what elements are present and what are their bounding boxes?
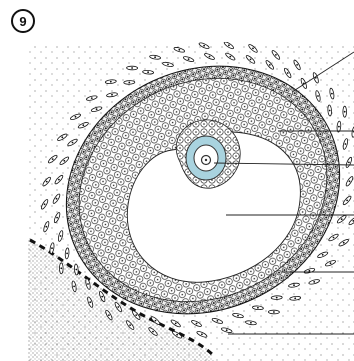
leader-line-theca-externa [291,51,354,93]
spindle-cell-nucleus [201,333,203,336]
spindle-cell-nucleus [117,306,120,308]
spindle-cell-nucleus [257,306,259,309]
spindle-cell-nucleus [167,63,169,66]
spindle-cell-nucleus [203,44,206,47]
spindle-cell-nucleus [195,322,198,325]
leader-line-zona-pellucida [213,162,354,166]
spindle-cell-nucleus [51,158,54,161]
spindle-cell-nucleus [176,333,179,336]
spindle-cell-nucleus [348,161,350,164]
spindle-cell-nucleus [343,110,346,113]
ovarian-surface [28,238,214,361]
spindle-cell-nucleus [275,296,278,299]
spindle-cell-nucleus [317,95,319,97]
spindle-cell-nucleus [332,236,335,239]
spindle-cell-nucleus [109,80,112,83]
spindle-cell-nucleus [51,247,53,250]
spindle-cell-nucleus [228,44,230,47]
spindle-cell-nucleus [340,218,343,221]
spindle-cell-nucleus [75,268,78,271]
spindle-cell-nucleus [225,329,228,332]
spindle-cell-nucleus [147,71,150,74]
figure-number-badge: 9 [11,9,35,33]
spindle-cell-nucleus [273,311,275,313]
spindle-cell-nucleus [71,141,74,144]
spindle-cell-nucleus [60,267,63,270]
spindle-cell-nucleus [154,56,157,59]
spindle-cell-nucleus [187,58,190,60]
spindle-cell-nucleus [237,314,239,317]
spindle-cell-nucleus [87,283,89,285]
spindle-cell-nucleus [56,216,58,219]
spindle-cell-nucleus [344,143,347,145]
antrum [126,131,301,283]
spindle-cell-nucleus [43,203,46,206]
spindle-cell-nucleus [331,92,333,95]
spindle-cell-nucleus [74,115,77,118]
spindle-cell-nucleus [55,197,58,200]
spindle-cell-nucleus [338,125,340,128]
spindle-cell-nucleus [178,48,181,51]
spindle-cell-nucleus [342,241,345,244]
spindle-cell-nucleus [321,253,324,256]
spindle-cell-nucleus [131,67,134,69]
spindle-cell-nucleus [61,136,64,139]
spindle-cell-nucleus [216,320,219,322]
spindle-cell-nucleus [111,93,113,96]
spindle-cell-nucleus [108,314,110,316]
spindle-cell-nucleus [313,281,316,283]
spindle-cell-nucleus [58,178,60,181]
spindle-cell-nucleus [348,180,351,183]
spindle-cell-nucleus [286,72,289,74]
spindle-cell-nucleus [252,47,254,50]
spindle-cell-nucleus [66,252,68,255]
spindle-cell-nucleus [45,225,48,228]
spindle-cell [351,125,354,138]
spindle-cell-nucleus [294,297,297,300]
spindle-cell-nucleus [229,55,232,58]
spindle-cell-nucleus [82,124,85,127]
spindle-cell-nucleus [249,58,252,61]
spindle-cell-nucleus [152,330,154,333]
spindle-cell-nucleus [73,285,75,288]
spindle-cell-nucleus [268,64,271,66]
spindle-cell-nucleus [135,314,138,316]
spindle-cell-nucleus [154,319,157,322]
figure-number: 9 [19,14,26,29]
surface-boundary-dashed-line [29,238,216,358]
spindle-cell-nucleus [45,180,48,183]
spindle-cell-nucleus [90,97,93,99]
spindle-cell-nucleus [328,109,331,112]
spindle-cell-nucleus [95,108,98,111]
spindle-cell-nucleus [296,64,298,66]
spindle-cell-nucleus [128,81,131,84]
spindle-cell-nucleus [275,54,277,56]
spindle-cell-nucleus [174,322,177,325]
spindle-cell-nucleus [346,199,348,202]
spindle-cell-nucleus [308,269,311,272]
theca-externa [41,42,354,339]
spindle-cell-nucleus [63,159,66,162]
spindle-cell-nucleus [101,295,104,298]
spindle-cell-nucleus [293,284,295,287]
spindle-cell-nucleus [250,321,252,324]
leader-lines [213,51,354,335]
spindle-cell-nucleus [89,301,92,304]
spindle-cell-nucleus [208,55,211,58]
oocyte-nucleolus [204,158,208,162]
spindle-cell-nucleus [329,262,332,265]
spindle-cell-nucleus [129,324,132,326]
spindle-cell-nucleus [59,235,62,237]
